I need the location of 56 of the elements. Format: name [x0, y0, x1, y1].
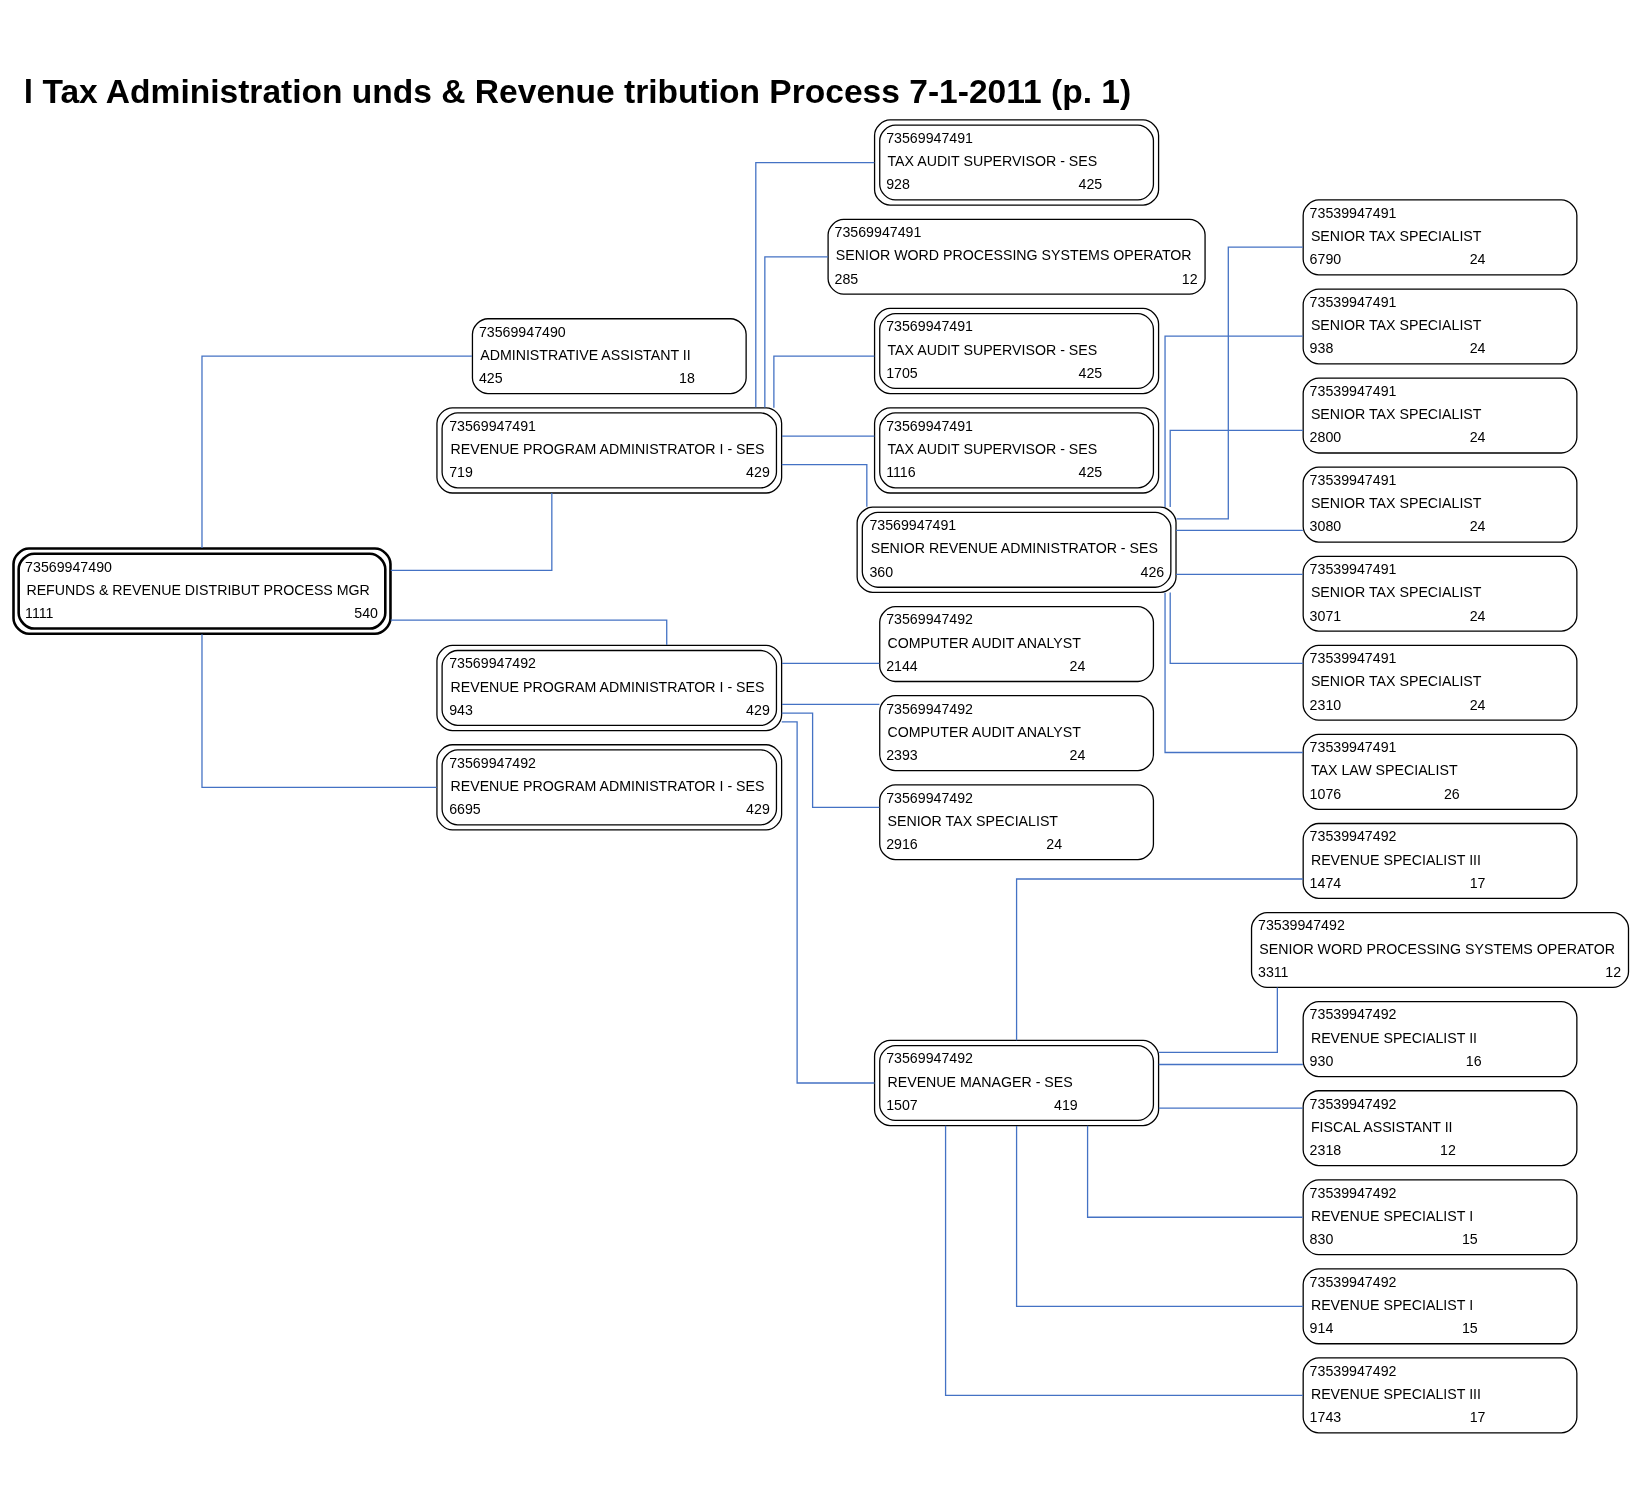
node-box: 73539947491 SENIOR TAX SPECIALIST 3080 24: [1302, 466, 1578, 543]
node-box: 73569947491 SENIOR WORD PROCESSING SYSTEMS OPERATOR 285 12: [827, 218, 1206, 295]
node-box: 73569947492 REVENUE PROGRAM ADMINISTRATOR I - SES 6695 429: [436, 743, 783, 831]
connector: [1175, 529, 1304, 531]
diagram-title: l Tax Administration unds & Revenue tribution Process 7-1-2011 (p. 1): [23, 72, 1132, 110]
connector: [1158, 1063, 1304, 1065]
connector: [781, 712, 881, 808]
connector: [1086, 1124, 1304, 1218]
connector: [755, 161, 875, 408]
connector: [944, 1124, 1304, 1396]
connector: [781, 703, 881, 705]
connector: [1175, 245, 1304, 519]
connector: [390, 619, 668, 646]
node-box: 73569947492 COMPUTER AUDIT ANALYST 2393 24: [879, 694, 1155, 771]
node-box: 73569947491 TAX AUDIT SUPERVISOR - SES 928 425: [873, 118, 1160, 206]
connector: [1169, 591, 1304, 664]
connector: [773, 355, 875, 408]
node-box: 73539947492 REVENUE SPECIALIST III 1743 17: [1302, 1356, 1578, 1433]
node-box: 73569947491 TAX AUDIT SUPERVISOR - SES 1705 425: [873, 307, 1160, 394]
node-box: 73569947490 REFUNDS & REVENUE DISTRIBUT PROCESS MGR 1111 540: [12, 546, 392, 635]
connector: [1158, 1107, 1304, 1109]
connector: [201, 633, 438, 788]
connector: [201, 355, 473, 549]
connector: [1175, 573, 1304, 575]
node-box: 73539947491 SENIOR TAX SPECIALIST 2800 24: [1302, 376, 1578, 454]
node-box: 73539947491 SENIOR TAX SPECIALIST 3071 24: [1302, 555, 1578, 632]
node-box: 73569947490 ADMINISTRATIVE ASSISTANT II 425 18: [471, 317, 747, 394]
node-box: 73569947492 COMPUTER AUDIT ANALYST 2144 24: [879, 605, 1155, 682]
node-box: 73539947491 SENIOR TAX SPECIALIST 6790 24: [1302, 198, 1578, 275]
connector: [1015, 877, 1304, 1041]
node-box: 73539947492 SENIOR WORD PROCESSING SYSTEMS OPERATOR 3311 12: [1250, 911, 1630, 988]
connector: [1164, 335, 1304, 508]
connector: [764, 255, 829, 408]
connector: [781, 463, 868, 507]
connector: [390, 491, 553, 571]
node-box: 73539947492 FISCAL ASSISTANT II 2318 12: [1302, 1089, 1578, 1166]
node-box: 73539947491 TAX LAW SPECIALIST 1076 26: [1302, 733, 1578, 810]
connector: [1158, 986, 1278, 1053]
connector: [781, 662, 881, 664]
connector: [781, 435, 875, 437]
node-box: 73569947491 REVENUE PROGRAM ADMINISTRATOR I - SES 719 429: [436, 406, 783, 494]
connector: [1164, 591, 1304, 753]
node-box: 73539947492 REVENUE SPECIALIST II 930 16: [1302, 1000, 1578, 1077]
connector: [1169, 429, 1304, 508]
node-box: 73539947492 REVENUE SPECIALIST I 914 15: [1302, 1267, 1578, 1344]
connector: [781, 720, 876, 1084]
node-box: 73569947492 REVENUE PROGRAM ADMINISTRATOR I - SES 943 429: [436, 644, 783, 731]
connector: [1015, 1124, 1304, 1307]
node-box: 73569947491 TAX AUDIT SUPERVISOR - SES 1116 425: [873, 406, 1160, 494]
node-box: 73569947492 SENIOR TAX SPECIALIST 2916 24: [879, 783, 1155, 860]
node-box: 73539947491 SENIOR TAX SPECIALIST 2310 24: [1302, 644, 1578, 721]
node-box: 73539947491 SENIOR TAX SPECIALIST 938 24: [1302, 287, 1578, 365]
node-box: 73569947491 SENIOR REVENUE ADMINISTRATOR - SES 360 426: [856, 506, 1177, 593]
node-box: 73539947492 REVENUE SPECIALIST III 1474 17: [1302, 822, 1578, 899]
node-box: 73539947492 REVENUE SPECIALIST I 830 15: [1302, 1178, 1578, 1255]
node-box: 73569947492 REVENUE MANAGER - SES 1507 419: [873, 1039, 1160, 1126]
